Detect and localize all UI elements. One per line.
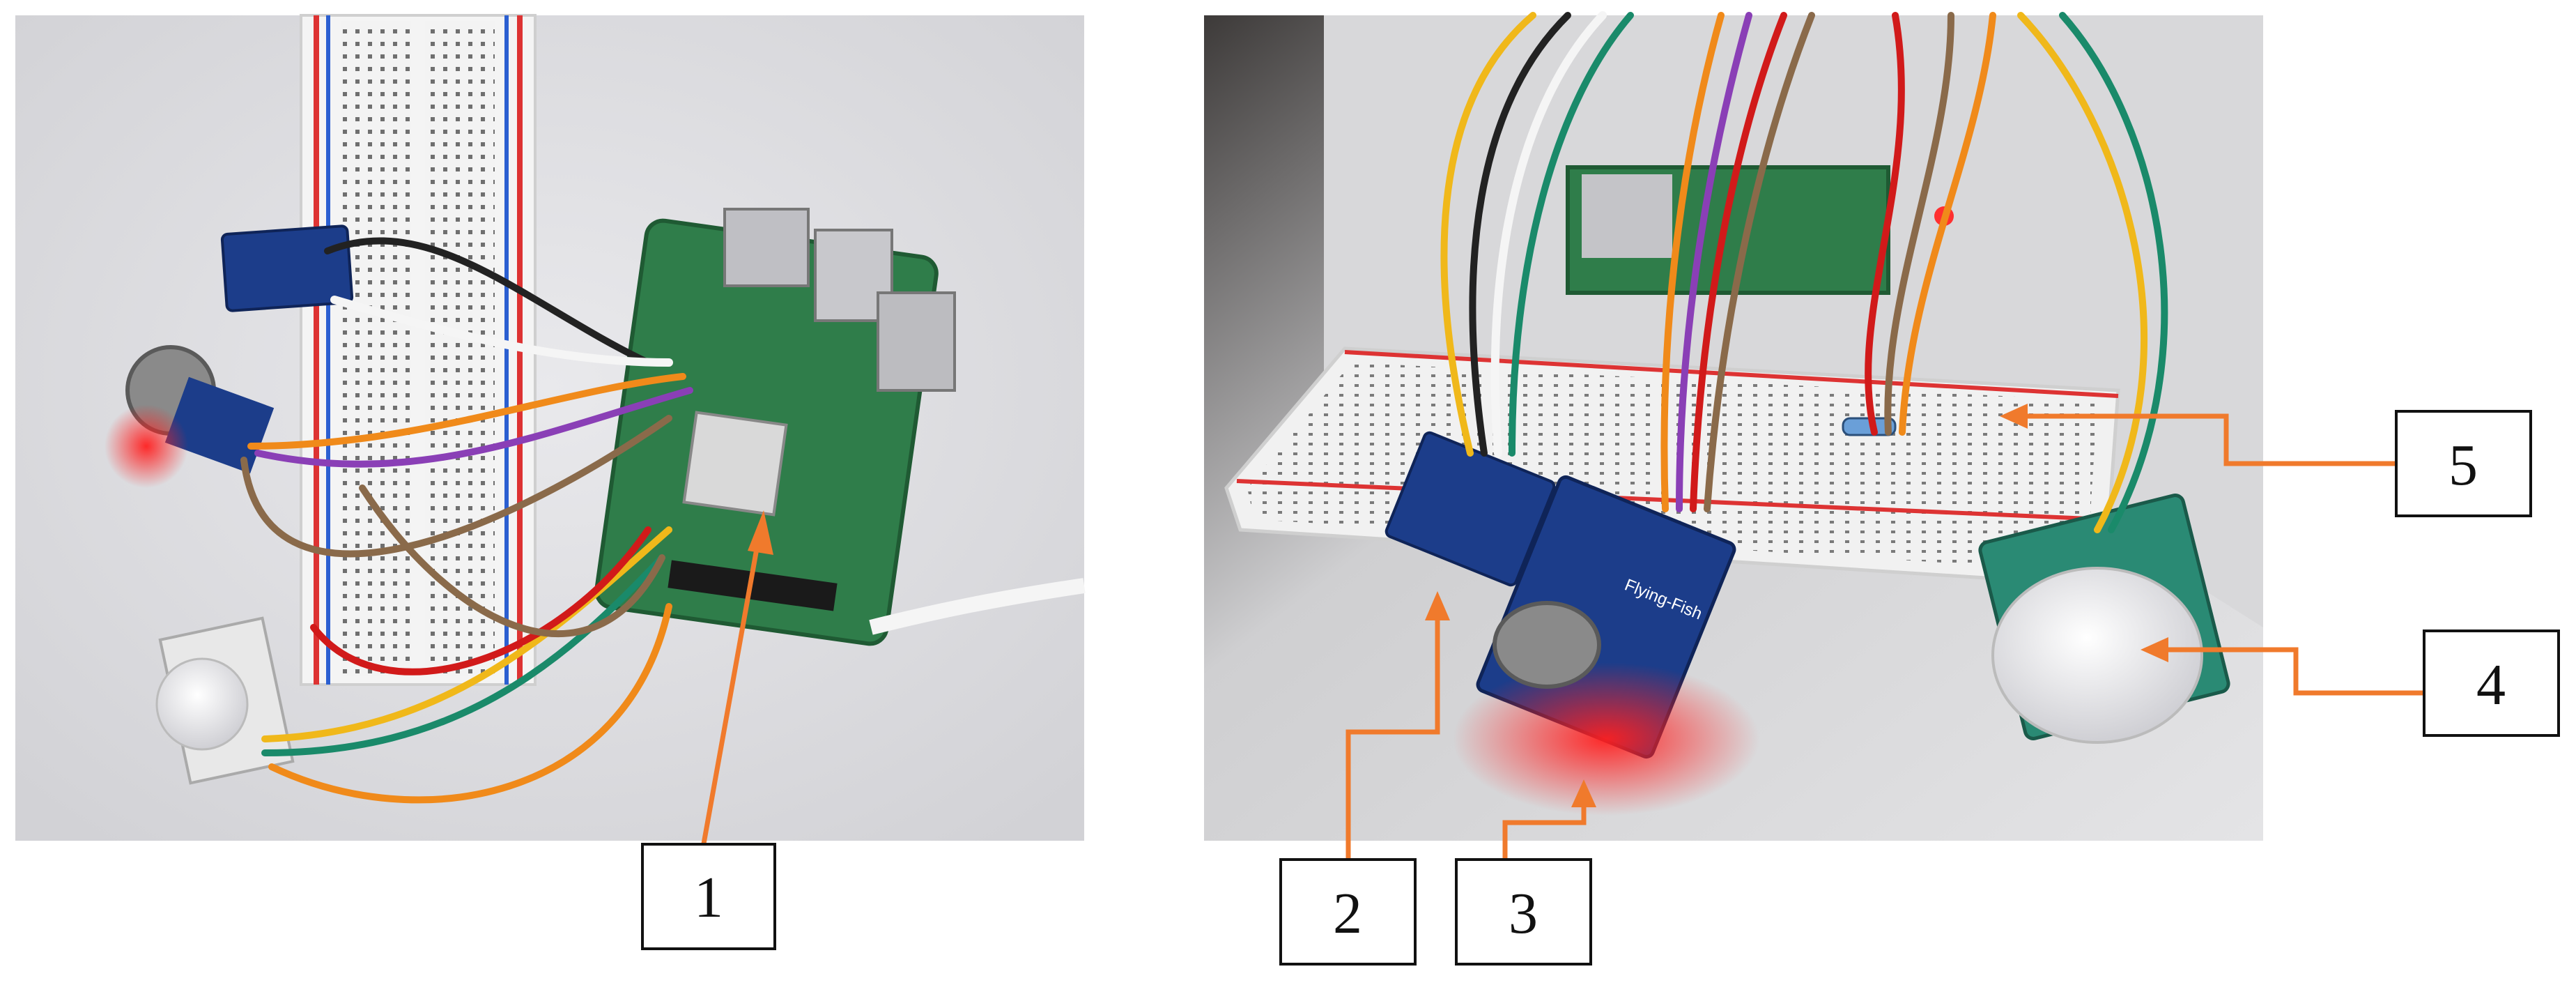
callout-5: 5 (2000, 404, 2532, 517)
left-photo (15, 14, 1086, 841)
breadboard-left (300, 14, 537, 686)
wires-left (240, 237, 693, 804)
callout-1-label: 1 (694, 865, 723, 930)
wires-right (1440, 11, 2168, 533)
callout-5-label: 5 (2448, 433, 2478, 498)
callout-3: 3 (1455, 779, 1596, 966)
callout-4-label: 4 (2476, 653, 2506, 717)
callout-1: 1 (641, 510, 776, 950)
callout-2: 2 (1279, 591, 1450, 966)
right-photo: Flying-Fish (1204, 11, 2263, 841)
callout-4: 4 (2141, 629, 2560, 737)
raspberry-pi (594, 208, 956, 646)
callout-3-label: 3 (1509, 881, 1538, 946)
callout-2-label: 2 (1333, 881, 1362, 946)
